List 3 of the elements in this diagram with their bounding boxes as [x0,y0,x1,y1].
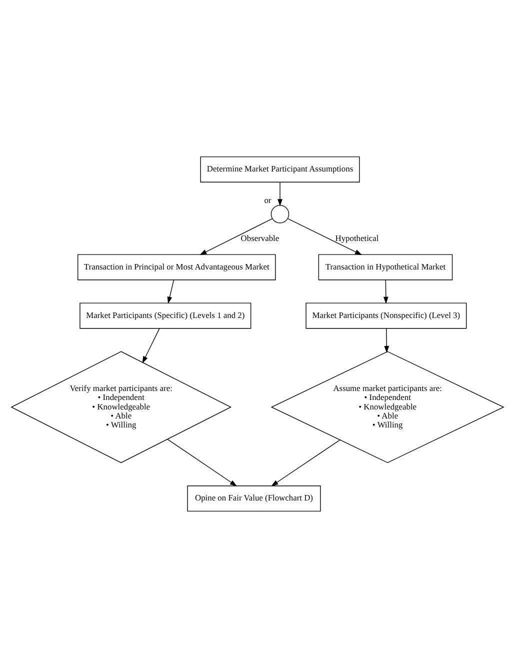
node-label: or [264,194,272,204]
edge-label: Hypothetical [335,232,379,242]
edge-label: Observable [240,232,280,242]
